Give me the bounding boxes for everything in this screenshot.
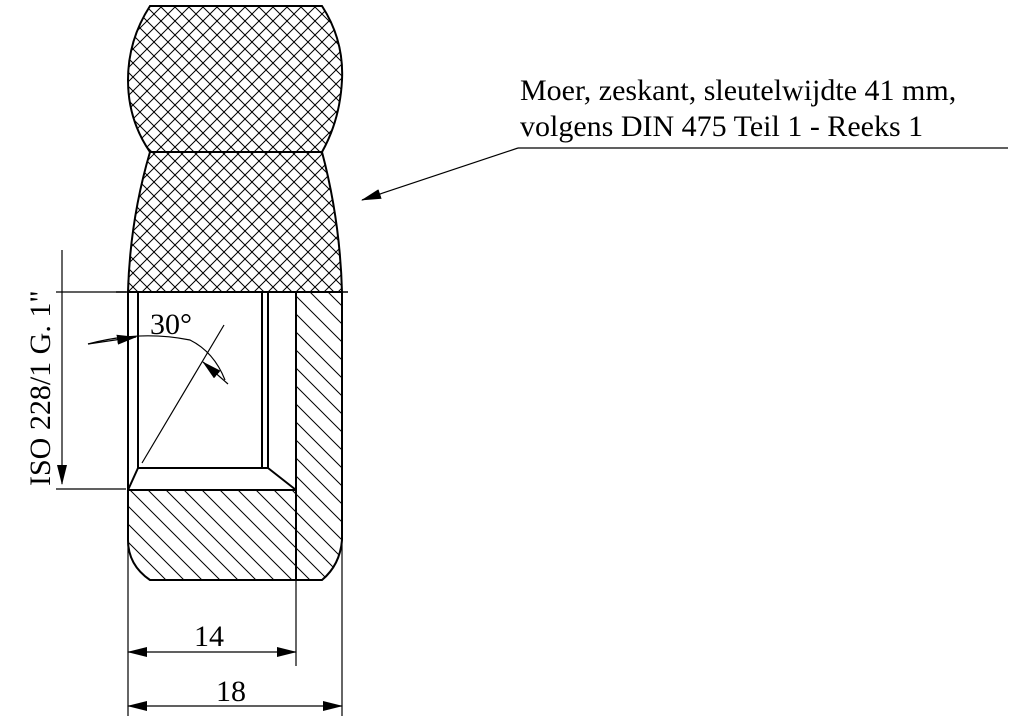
thread-chamfer-line <box>127 467 139 491</box>
callout-line-1: Moer, zeskant, sleutelwijdte 41 mm, <box>520 74 956 107</box>
section-right-wall <box>295 291 343 581</box>
callout: Moer, zeskant, sleutelwijdte 41 mm, volg… <box>361 74 1008 201</box>
upper-face-top <box>126 5 344 153</box>
dim-label-14: 14 <box>194 620 224 653</box>
callout-line-2: volgens DIN 475 Teil 1 - Reeks 1 <box>520 110 923 143</box>
angle-label: 30° <box>150 308 192 341</box>
angle-arrow-left <box>87 334 137 345</box>
nut-external-view <box>126 5 344 293</box>
upper-face-bottom <box>126 151 344 293</box>
section-bottom-wall <box>127 489 297 581</box>
angle-annotation: 30° <box>87 308 229 464</box>
callout-leader-arrow <box>361 147 519 201</box>
dim-label-18: 18 <box>216 675 246 708</box>
thread-size-label: ISO 228/1 G. 1" <box>24 290 57 486</box>
thread-dimension: ISO 228/1 G. 1" <box>24 250 126 490</box>
width-dimensions: 14 18 <box>127 490 343 716</box>
thread-bore-outline <box>127 292 297 493</box>
angle-reference-line <box>141 324 225 464</box>
angle-arrow-right <box>202 361 229 385</box>
